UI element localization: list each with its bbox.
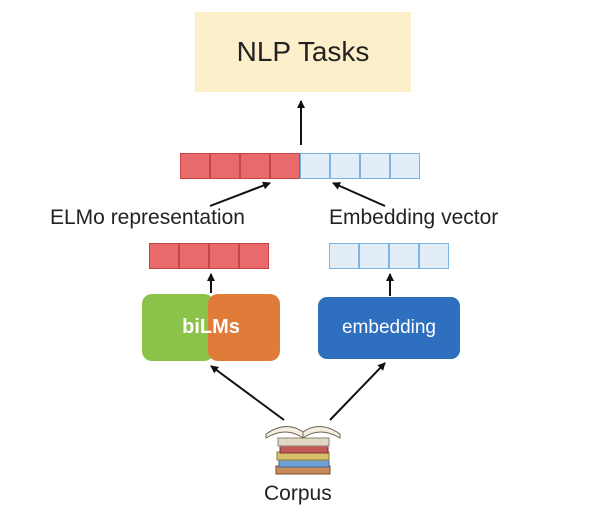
combined-vector <box>180 153 420 179</box>
embedding-vector <box>329 243 449 269</box>
combined-embedding-cell <box>330 153 360 179</box>
combined-embedding-cell <box>360 153 390 179</box>
combined-elmo-cell <box>240 153 270 179</box>
nlp-tasks-box: NLP Tasks <box>195 12 411 92</box>
embedding-cell <box>419 243 449 269</box>
elmo-vector <box>149 243 269 269</box>
elmo-cell <box>209 243 239 269</box>
bilms-label: biLMs <box>182 316 240 338</box>
combined-embedding-cell <box>390 153 420 179</box>
elmo-representation-label: ELMo representation <box>50 206 245 229</box>
embedding-cell <box>329 243 359 269</box>
arrow-elmo-to-combined <box>209 181 271 207</box>
combined-elmo-cell <box>210 153 240 179</box>
elmo-cell <box>239 243 269 269</box>
corpus-label: Corpus <box>264 482 332 505</box>
combined-elmo-cell <box>270 153 300 179</box>
bilm-backward-block <box>208 294 280 361</box>
arrow-corpus-to-embedding <box>329 362 386 421</box>
elmo-cell <box>179 243 209 269</box>
nlp-tasks-label: NLP Tasks <box>236 36 370 67</box>
bilm-forward-block <box>142 294 214 361</box>
combined-elmo-cell <box>180 153 210 179</box>
embedding-vector-label: Embedding vector <box>329 206 499 229</box>
embedding-cell <box>359 243 389 269</box>
arrow-corpus-to-bilms <box>210 365 285 421</box>
elmo-cell <box>149 243 179 269</box>
embedding-block: embedding <box>318 297 460 359</box>
arrow-embedding-to-combined <box>332 182 386 207</box>
stack-of-books-icon <box>265 426 341 475</box>
embedding-cell <box>389 243 419 269</box>
combined-embedding-cell <box>300 153 330 179</box>
embedding-label: embedding <box>341 317 437 338</box>
